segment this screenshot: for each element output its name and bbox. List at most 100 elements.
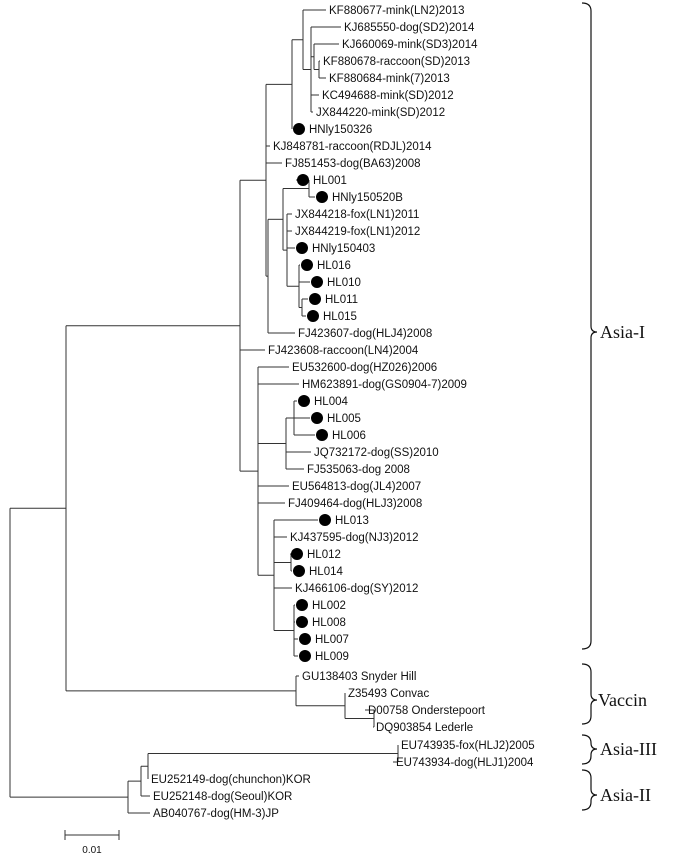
leaf: FJ535063-dog 2008 [307, 464, 410, 476]
sample-marker-icon [316, 429, 328, 441]
leaf-label: HL001 [313, 175, 347, 187]
sample-marker-icon [296, 616, 308, 628]
leaf: KJ660069-mink(SD3)2014 [342, 39, 478, 51]
leaf: HL012 [291, 548, 341, 561]
sample-marker-icon [316, 191, 328, 203]
leaf: HL001 [297, 174, 347, 187]
leaf-label: HL015 [323, 311, 357, 323]
clade-bracket [581, 663, 598, 725]
leaf: HL013 [319, 514, 369, 527]
leaf: KC494688-mink(SD)2012 [322, 90, 454, 102]
leaf: KF880684-mink(7)2013 [329, 73, 450, 85]
sample-marker-icon [311, 412, 323, 424]
leaf-label: JX844220-mink(SD)2012 [316, 107, 445, 119]
leaf: HL008 [296, 616, 346, 629]
sample-marker-icon [307, 310, 319, 322]
leaf-label: HL010 [327, 277, 361, 289]
leaf: HNly150403 [296, 242, 375, 255]
leaf-label: HNly150326 [309, 124, 372, 136]
leaf: EU743935-fox(HLJ2)2005 [401, 740, 535, 752]
sample-marker-icon [291, 548, 303, 560]
leaf-label: HL007 [315, 634, 349, 646]
leaf-label: GU138403 Snyder Hill [302, 671, 416, 683]
leaf-label: FJ851453-dog(BA63)2008 [285, 158, 421, 170]
tree-leaves: KF880677-mink(LN2)2013KJ685550-dog(SD2)2… [151, 5, 535, 820]
clade-group: Vaccin [581, 663, 647, 725]
leaf-label: EU743935-fox(HLJ2)2005 [401, 740, 535, 752]
leaf-label: Z35493 Convac [348, 688, 429, 700]
leaf-label: HL009 [315, 651, 349, 663]
sample-marker-icon [298, 395, 310, 407]
leaf: HNly150520B [316, 191, 403, 204]
sample-marker-icon [309, 293, 321, 305]
clade-group: Asia-II [581, 769, 651, 811]
leaf-label: HL013 [335, 515, 369, 527]
leaf: KJ437595-dog(NJ3)2012 [290, 532, 419, 544]
leaf: EU743934-dog(HLJ1)2004 [396, 757, 534, 769]
scale-bar: 0.01 [64, 830, 120, 856]
leaf-label: HL016 [317, 260, 351, 272]
leaf: DQ903854 Lederle [376, 722, 473, 734]
leaf: HL011 [309, 293, 358, 306]
leaf-label: HL002 [312, 600, 346, 612]
clade-bracket [581, 769, 598, 811]
leaf: KJ848781-raccoon(RDJL)2014 [273, 141, 432, 153]
leaf-label: FJ535063-dog 2008 [307, 464, 410, 476]
sample-marker-icon [293, 565, 305, 577]
leaf-label: JX844219-fox(LN1)2012 [295, 226, 420, 238]
leaf-label: HL012 [307, 549, 341, 561]
leaf-label: KF880678-raccoon(SD)2013 [323, 56, 470, 68]
leaf: HL016 [301, 259, 351, 272]
leaf-label: DQ903854 Lederle [376, 722, 473, 734]
leaf-label: EU252149-dog(chunchon)KOR [151, 774, 311, 786]
leaf-label: KJ466106-dog(SY)2012 [295, 583, 418, 595]
leaf: HL010 [311, 276, 361, 289]
leaf-label: EU252148-dog(Seoul)KOR [153, 791, 292, 803]
leaf-label: FJ423607-dog(HLJ4)2008 [298, 328, 432, 340]
leaf: HL005 [311, 412, 361, 425]
leaf: GU138403 Snyder Hill [302, 671, 416, 683]
leaf: AB040767-dog(HM-3)JP [153, 808, 279, 820]
leaf: JQ732172-dog(SS)2010 [314, 447, 439, 459]
leaf: FJ851453-dog(BA63)2008 [285, 158, 421, 170]
clade-group: Asia-I [581, 2, 645, 650]
leaf-label: EU532600-dog(HZ026)2006 [292, 362, 437, 374]
sample-marker-icon [297, 174, 309, 186]
clade-bracket [581, 2, 598, 650]
sample-marker-icon [301, 259, 313, 271]
leaf: D00758 Onderstepoort [368, 705, 486, 717]
leaf-label: HL008 [312, 617, 346, 629]
sample-marker-icon [299, 633, 311, 645]
leaf: EU564813-dog(JL4)2007 [292, 481, 421, 493]
leaf: KJ685550-dog(SD2)2014 [344, 22, 475, 34]
leaf: HL004 [298, 395, 348, 408]
sample-marker-icon [296, 599, 308, 611]
leaf: JX844219-fox(LN1)2012 [295, 226, 420, 238]
leaf-label: KF880684-mink(7)2013 [329, 73, 450, 85]
leaf-label: JX844218-fox(LN1)2011 [295, 209, 419, 221]
sample-marker-icon [296, 242, 308, 254]
sample-marker-icon [319, 514, 331, 526]
clade-label: Asia-III [600, 739, 657, 759]
clade-group: Asia-III [581, 734, 657, 765]
leaf: HL007 [299, 633, 349, 646]
leaf-label: HL011 [325, 294, 358, 306]
leaf-label: JQ732172-dog(SS)2010 [314, 447, 439, 459]
sample-marker-icon [311, 276, 323, 288]
leaf-label: HL004 [314, 396, 348, 408]
leaf-label: KJ685550-dog(SD2)2014 [344, 22, 475, 34]
clade-label: Asia-I [600, 322, 645, 342]
leaf: HNly150326 [293, 123, 372, 136]
leaf: EU532600-dog(HZ026)2006 [292, 362, 437, 374]
leaf-label: FJ409464-dog(HLJ3)2008 [288, 498, 422, 510]
leaf-label: HM623891-dog(GS0904-7)2009 [302, 379, 467, 391]
leaf-label: KJ848781-raccoon(RDJL)2014 [273, 141, 432, 153]
leaf: KF880678-raccoon(SD)2013 [323, 56, 470, 68]
leaf: Z35493 Convac [348, 688, 429, 700]
leaf-label: D00758 Onderstepoort [368, 705, 486, 717]
leaf: FJ423608-raccoon(LN4)2004 [268, 345, 419, 357]
clade-label: Asia-II [600, 785, 651, 805]
scale-bar-label: 0.01 [82, 845, 102, 856]
